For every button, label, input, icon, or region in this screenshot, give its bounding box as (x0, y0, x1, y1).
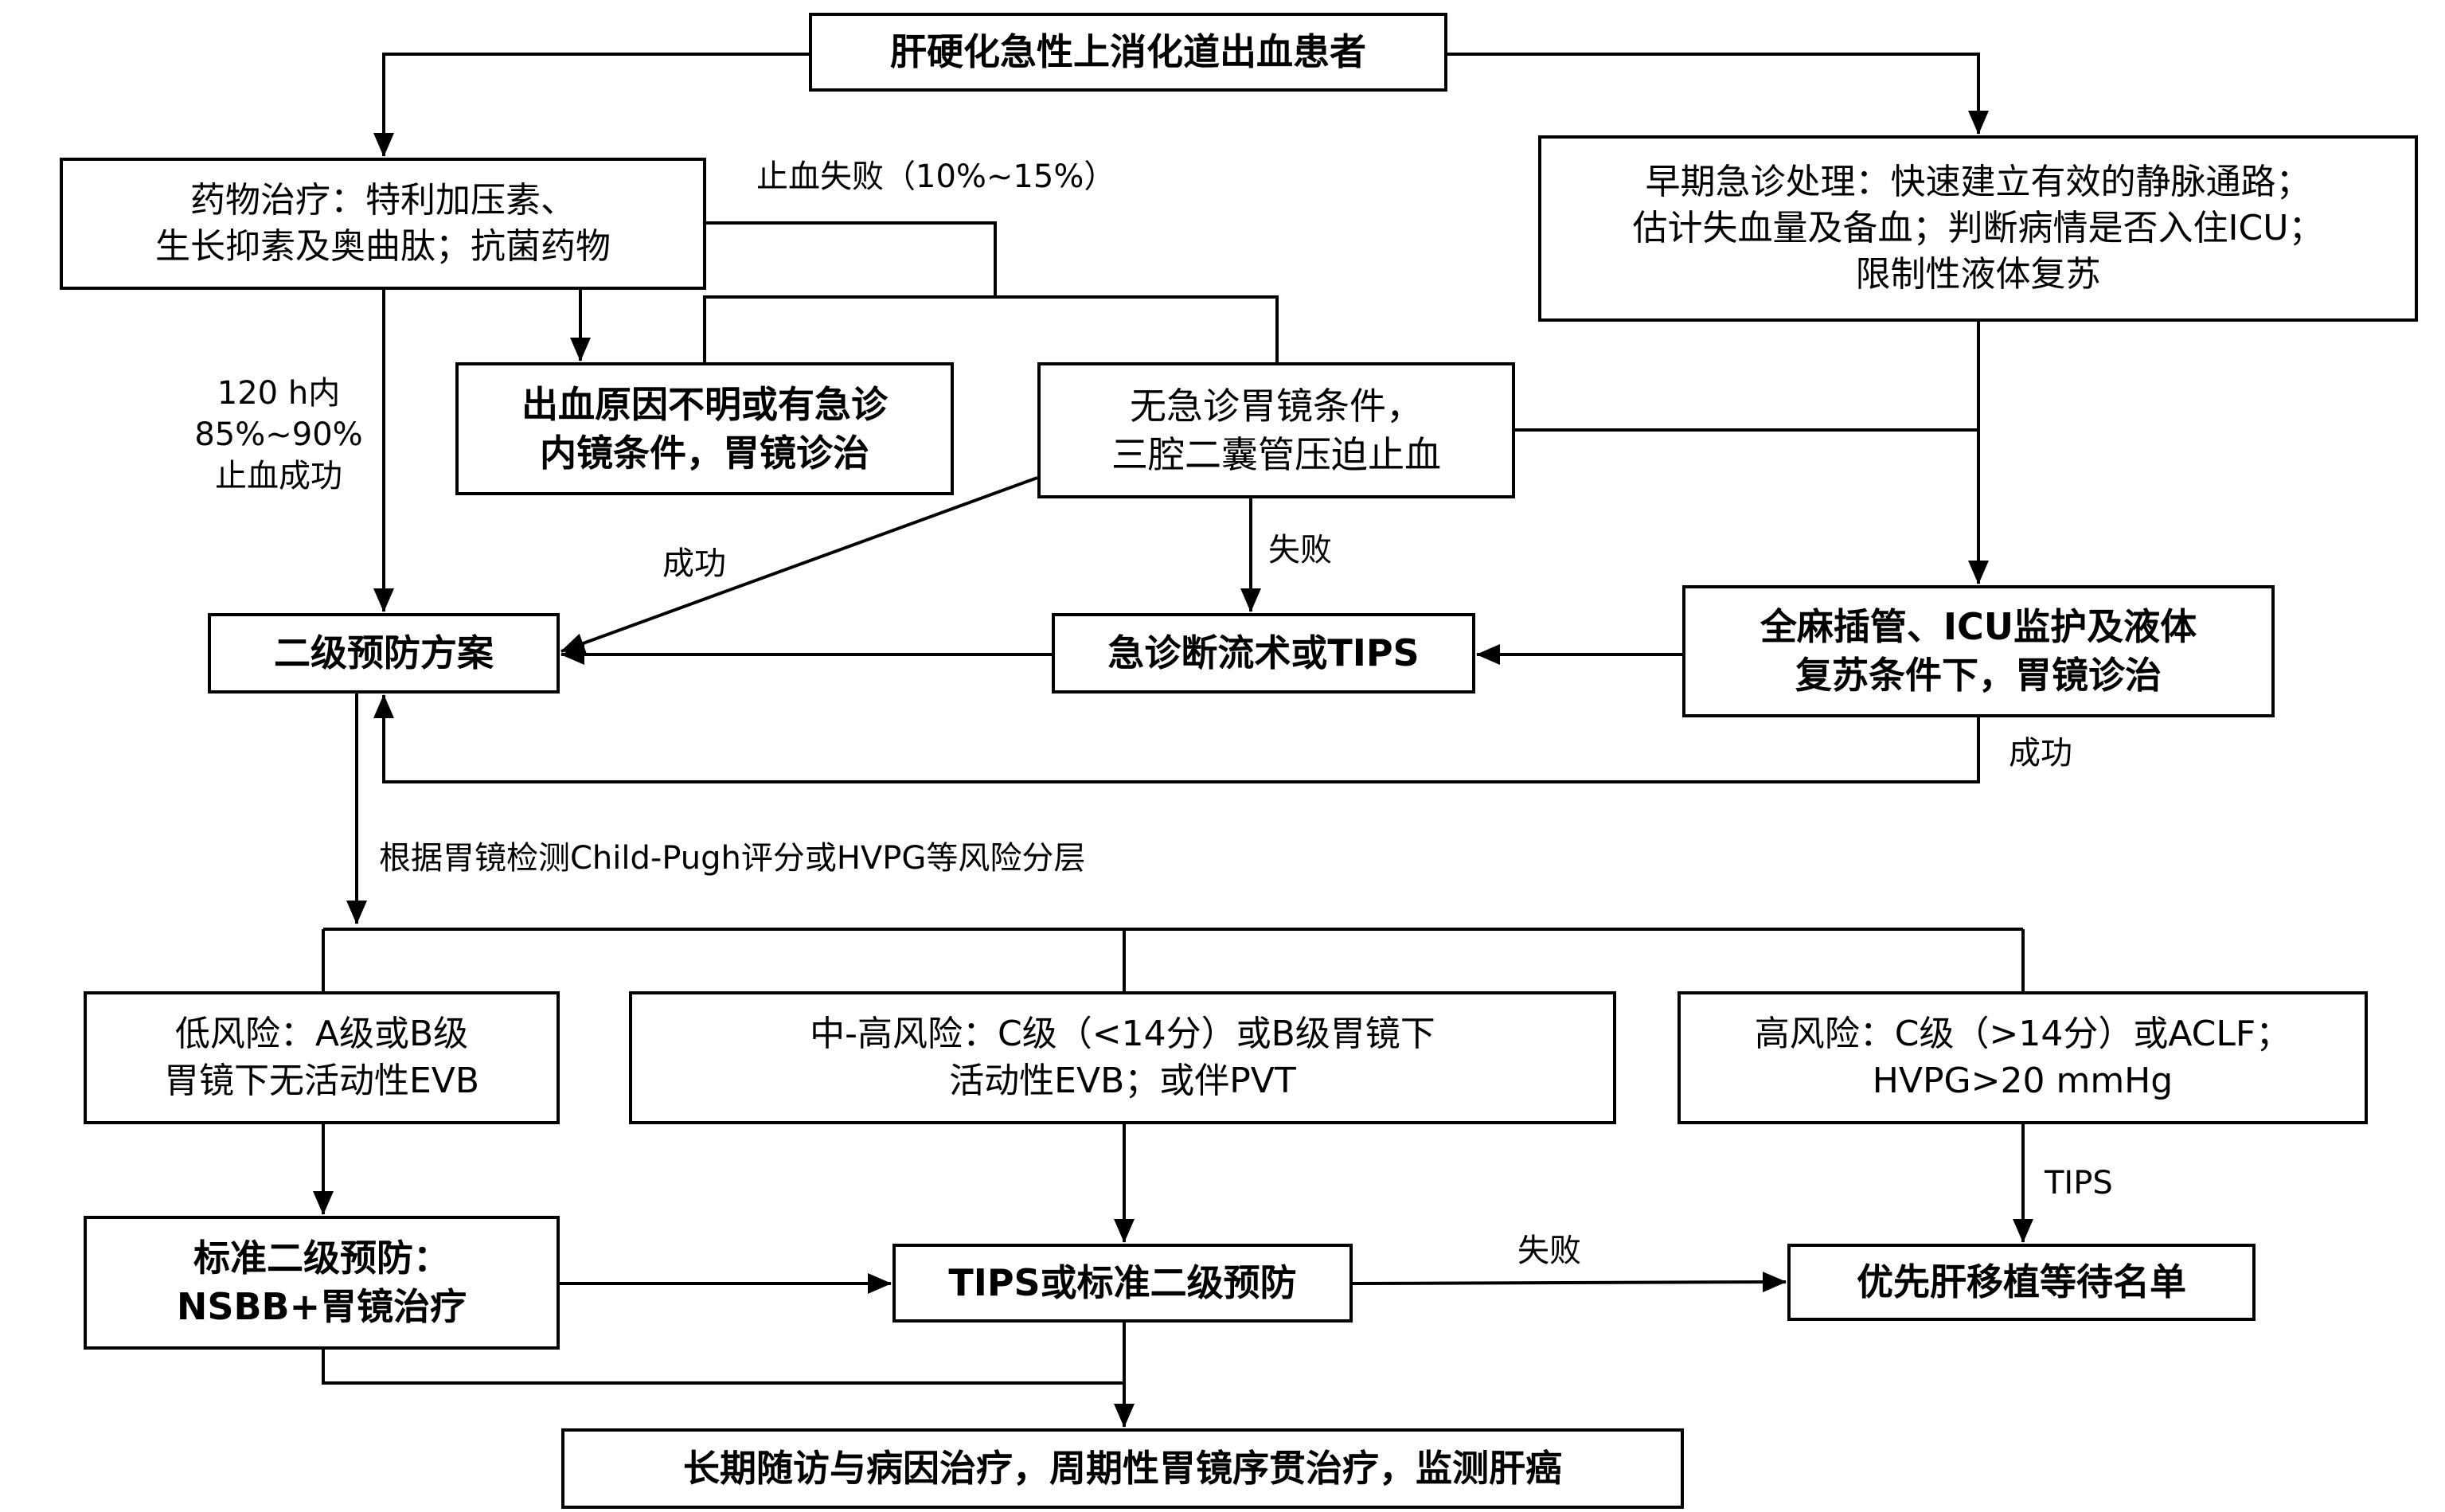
node-endoscopy-available: 出血原因不明或有急诊 内镜条件，胃镜诊治 (455, 362, 954, 495)
node-secondary-prevention-plan: 二级预防方案 (208, 613, 560, 693)
node-standard-secondary-line: NSBB+胃镜治疗 (176, 1285, 467, 1328)
node-low-risk-line: 胃镜下无活动性EVB (163, 1060, 480, 1101)
label-balloon-success: 成功 (662, 545, 726, 582)
label-hemostasis-failure: 止血失败（10%~15%） (756, 158, 1116, 195)
node-mid-high-risk-line: 活动性EVB；或伴PVT (949, 1060, 1296, 1101)
node-high-risk-line: 高风险：C级（>14分）或ACLF； (1754, 1014, 2291, 1055)
node-transplant-list-line: 优先肝移植等待名单 (1857, 1260, 2186, 1304)
node-mid-high-risk-line: 中-高风险：C级（<14分）或B级胃镜下 (810, 1014, 1435, 1055)
label-high-risk-tips: TIPS (2045, 1165, 2113, 1201)
edge-icu-success (373, 694, 1980, 783)
edge-start-to-early-er (1447, 53, 1989, 135)
node-tips-or-standard-line: TIPS或标准二级预防 (948, 1261, 1297, 1305)
node-early-er-line: 限制性液体复苏 (1855, 254, 2101, 295)
node-start-line: 肝硬化急性上消化道出血患者 (890, 30, 1366, 74)
node-icu-endoscopy-line: 复苏条件下，胃镜诊治 (1795, 654, 2162, 697)
node-mid-high-risk: 中-高风险：C级（<14分）或B级胃镜下 活动性EVB；或伴PVT (629, 991, 1616, 1124)
edge-standard-to-longterm (322, 1350, 1124, 1385)
node-start: 肝硬化急性上消化道出血患者 (809, 13, 1447, 92)
node-secondary-prevention-plan-line: 二级预防方案 (274, 631, 494, 675)
label-balloon-failure: 失败 (1268, 532, 1332, 568)
node-low-risk-line: 低风险：A级或B级 (174, 1014, 469, 1055)
node-transplant-list: 优先肝移植等待名单 (1787, 1244, 2256, 1321)
node-balloon-tamponade-line: 无急诊胃镜条件， (1130, 384, 1423, 428)
node-long-term: 长期随访与病因治疗，周期性胃镜序贯治疗，监测肝癌 (561, 1428, 1684, 1509)
edge-tips-to-transplant (1352, 1272, 1787, 1293)
node-standard-secondary: 标准二级预防： NSBB+胃镜治疗 (84, 1216, 560, 1350)
edge-hemostasis-failure (706, 221, 997, 297)
node-high-risk: 高风险：C级（>14分）或ACLF； HVPG>20 mmHg (1678, 991, 2368, 1124)
node-early-er: 早期急诊处理：快速建立有效的静脉通路； 估计失血量及备血；判断病情是否入住ICU… (1538, 135, 2418, 322)
node-drug-therapy-line: 生长抑素及奥曲肽；抗菌药物 (155, 226, 611, 267)
node-balloon-tamponade-line: 三腔二囊管压迫止血 (1111, 432, 1441, 476)
edge-start-to-drug (373, 53, 809, 157)
label-tips-failure: 失败 (1517, 1233, 1581, 1269)
node-drug-therapy: 药物治疗：特利加压素、 生长抑素及奥曲肽；抗菌药物 (60, 158, 706, 290)
node-emergency-surgery-tips: 急诊断流术或TIPS (1052, 613, 1475, 693)
label-icu-success: 成功 (2009, 735, 2072, 772)
node-icu-endoscopy: 全麻插管、ICU监护及液体 复苏条件下，胃镜诊治 (1682, 585, 2275, 717)
label-success-120h-line: 止血成功 (215, 458, 342, 494)
edge-balloon-success (560, 476, 1038, 654)
node-high-risk-line: HVPG>20 mmHg (1872, 1060, 2174, 1101)
node-long-term-line: 长期随访与病因治疗，周期性胃镜序贯治疗，监测肝癌 (683, 1447, 1562, 1491)
label-risk-stratification: 根据胃镜检测Child-Pugh评分或HVPG等风险分层 (379, 840, 1086, 877)
label-success-120h-line: 120 h内 (217, 375, 341, 412)
node-endoscopy-available-line: 内镜条件，胃镜诊治 (540, 431, 869, 475)
node-standard-secondary-line: 标准二级预防： (193, 1237, 450, 1280)
node-drug-therapy-line: 药物治疗：特利加压素、 (190, 179, 576, 221)
edge-failure-bracket (703, 295, 1279, 362)
node-balloon-tamponade: 无急诊胃镜条件， 三腔二囊管压迫止血 (1037, 362, 1515, 498)
node-tips-or-standard: TIPS或标准二级预防 (892, 1244, 1353, 1323)
node-early-er-line: 估计失血量及备血；判断病情是否入住ICU； (1632, 207, 2324, 248)
node-low-risk: 低风险：A级或B级 胃镜下无活动性EVB (84, 991, 560, 1124)
label-success-120h: 120 h内 85%~90% 止血成功 (175, 373, 382, 497)
label-success-120h-line: 85%~90% (194, 416, 363, 453)
node-endoscopy-available-line: 出血原因不明或有急诊 (521, 382, 888, 426)
node-icu-endoscopy-line: 全麻插管、ICU监护及液体 (1760, 605, 2197, 649)
node-emergency-surgery-tips-line: 急诊断流术或TIPS (1107, 631, 1420, 675)
node-early-er-line: 早期急诊处理：快速建立有效的静脉通路； (1645, 161, 2311, 202)
